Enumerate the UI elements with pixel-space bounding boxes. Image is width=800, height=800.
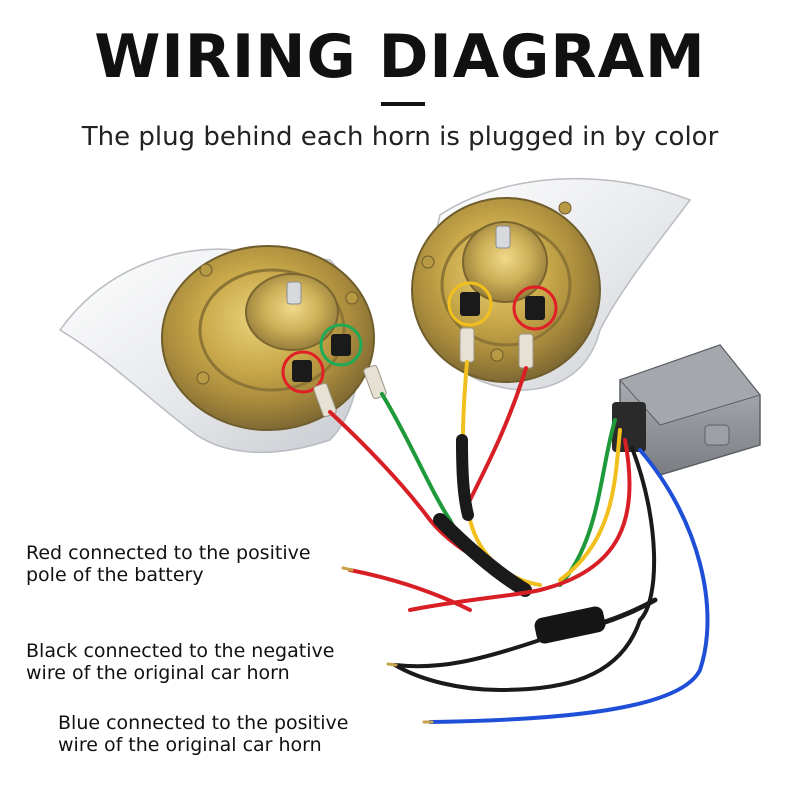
- right-spade-connector: [459, 327, 475, 363]
- left-horn-rivet: [199, 263, 213, 277]
- bare-wire-tip: [341, 566, 354, 572]
- blue-wire-label: Blue connected to the positive wire of t…: [58, 712, 348, 756]
- page-title: WIRING DIAGRAM: [94, 22, 706, 92]
- red-wire-label-line2: pole of the battery: [26, 564, 204, 586]
- black-sleeve: [433, 513, 532, 597]
- left-green-terminal: [331, 334, 351, 356]
- right-horn-rivet: [558, 201, 572, 215]
- inline-fuse-holder: [534, 606, 606, 644]
- right-red-terminal: [525, 296, 545, 320]
- wire-harness: [328, 360, 710, 724]
- right-yellow-terminal: [460, 292, 480, 316]
- red-battery-lead: [348, 568, 472, 612]
- red-wire-label-line1: Red connected to the positive: [26, 542, 311, 564]
- black-negative-lead: [393, 638, 542, 669]
- bare-wire-tip: [386, 662, 398, 667]
- right-horn-bolt: [495, 225, 511, 249]
- black-negative-lead: [393, 618, 642, 693]
- black-wire-label-line1: Black connected to the negative: [26, 640, 335, 662]
- black-wire-label-line2: wire of the original car horn: [26, 662, 290, 684]
- yellow-wire: [558, 428, 622, 582]
- black-sleeve: [456, 434, 474, 521]
- red-wire: [408, 438, 632, 612]
- green-wire: [558, 418, 617, 587]
- relay-box-tab: [704, 424, 730, 446]
- left-horn: [58, 245, 387, 454]
- left-horn-dome: [245, 273, 339, 351]
- right-horn-dome: [462, 221, 548, 303]
- left-horn-rivet: [196, 371, 210, 385]
- left-spade-connector: [363, 364, 387, 400]
- left-red-terminal: [292, 360, 312, 382]
- right-horn: [411, 177, 692, 391]
- relay-control-box: [612, 344, 761, 476]
- right-spade-connector: [518, 333, 534, 369]
- green-terminal-marker: [319, 323, 363, 367]
- black-wire: [630, 446, 657, 622]
- blue-wire-label-line2: wire of the original car horn: [58, 734, 322, 756]
- right-horn-rivet: [490, 348, 504, 362]
- black-wire-label: Black connected to the negative wire of …: [26, 640, 334, 684]
- title-underline-mark: [381, 102, 425, 106]
- red-terminal-marker: [512, 285, 558, 331]
- red-wire: [468, 366, 528, 502]
- left-horn-bolt: [286, 281, 302, 305]
- left-horn-ring: [198, 268, 346, 392]
- right-horn-rivet: [421, 255, 435, 269]
- red-terminal-marker: [281, 350, 325, 394]
- red-wire-label: Red connected to the positive pole of th…: [26, 542, 311, 586]
- yellow-terminal-marker: [447, 281, 493, 327]
- blue-wire: [428, 448, 710, 724]
- page-subtitle: The plug behind each horn is plugged in …: [81, 122, 719, 152]
- relay-box-top: [619, 344, 761, 426]
- blue-wire-label-line1: Blue connected to the positive: [58, 712, 349, 734]
- left-horn-rivet: [345, 291, 359, 305]
